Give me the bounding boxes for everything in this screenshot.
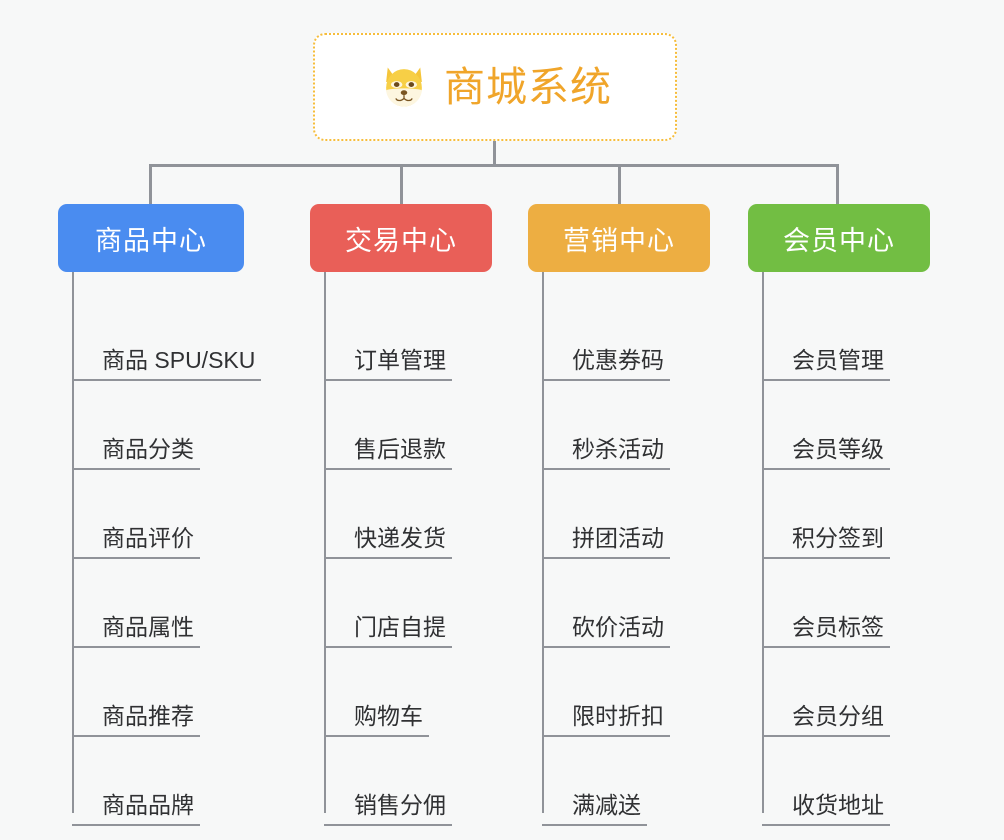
connector-drop-3	[618, 164, 621, 204]
connector-drop-2	[400, 164, 403, 204]
list-item[interactable]: 商品属性	[58, 559, 244, 648]
leaf-label: 会员等级	[762, 436, 890, 470]
leaf-label: 购物车	[324, 703, 429, 737]
leaf-label: 商品分类	[72, 436, 200, 470]
category-label: 商品中心	[95, 225, 207, 256]
leaf-label: 优惠券码	[542, 347, 670, 381]
leaf-list-trade: 订单管理 售后退款 快递发货 门店自提 购物车 销售分佣	[310, 272, 492, 826]
branch-column-product: 商品中心 商品 SPU/SKU 商品分类 商品评价 商品属性 商品推荐 商品品牌	[58, 204, 262, 826]
leaf-list-member: 会员管理 会员等级 积分签到 会员标签 会员分组 收货地址	[748, 272, 930, 826]
root-title: 商城系统	[444, 63, 612, 110]
list-item[interactable]: 商品推荐	[58, 648, 244, 737]
leaf-label: 商品属性	[72, 614, 200, 648]
leaf-label: 销售分佣	[324, 792, 452, 826]
list-item[interactable]: 商品评价	[58, 470, 244, 559]
branch-column-trade: 交易中心 订单管理 售后退款 快递发货 门店自提 购物车 销售分佣	[310, 204, 492, 826]
connector-root-stem	[493, 141, 496, 166]
leaf-label: 砍价活动	[542, 614, 670, 648]
connector-drop-1	[149, 164, 152, 204]
leaf-label: 积分签到	[762, 525, 890, 559]
branch-column-marketing: 营销中心 优惠券码 秒杀活动 拼团活动 砍价活动 限时折扣 满减送	[528, 204, 710, 826]
list-item[interactable]: 会员分组	[748, 648, 930, 737]
list-item[interactable]: 满减送	[528, 737, 710, 826]
list-item[interactable]: 会员标签	[748, 559, 930, 648]
list-item[interactable]: 商品品牌	[58, 737, 244, 826]
leaf-list-marketing: 优惠券码 秒杀活动 拼团活动 砍价活动 限时折扣 满减送	[528, 272, 710, 826]
branch-column-member: 会员中心 会员管理 会员等级 积分签到 会员标签 会员分组 收货地址	[748, 204, 930, 826]
list-item[interactable]: 售后退款	[310, 381, 492, 470]
leaf-label: 会员管理	[762, 347, 890, 381]
list-item[interactable]: 商品分类	[58, 381, 244, 470]
leaf-label: 拼团活动	[542, 525, 670, 559]
category-header-member[interactable]: 会员中心	[748, 204, 930, 272]
list-item[interactable]: 会员管理	[748, 292, 930, 381]
leaf-label: 商品推荐	[72, 703, 200, 737]
leaf-label: 订单管理	[324, 347, 452, 381]
leaf-list-product: 商品 SPU/SKU 商品分类 商品评价 商品属性 商品推荐 商品品牌	[58, 272, 262, 826]
leaf-label: 会员标签	[762, 614, 890, 648]
dog-face-icon	[386, 67, 422, 107]
list-item[interactable]: 订单管理	[310, 292, 492, 381]
leaf-label: 限时折扣	[542, 703, 670, 737]
list-item[interactable]: 会员等级	[748, 381, 930, 470]
list-item[interactable]: 拼团活动	[528, 470, 710, 559]
category-label: 会员中心	[783, 225, 895, 256]
leaf-label: 收货地址	[762, 792, 890, 826]
leaf-label: 商品 SPU/SKU	[72, 347, 262, 381]
list-item[interactable]: 积分签到	[748, 470, 930, 559]
leaf-label: 秒杀活动	[542, 436, 670, 470]
list-item[interactable]: 限时折扣	[528, 648, 710, 737]
category-header-trade[interactable]: 交易中心	[310, 204, 492, 272]
list-item[interactable]: 门店自提	[310, 559, 492, 648]
category-header-marketing[interactable]: 营销中心	[528, 204, 710, 272]
leaf-label: 会员分组	[762, 703, 890, 737]
leaf-label: 售后退款	[324, 436, 452, 470]
category-header-product[interactable]: 商品中心	[58, 204, 244, 272]
list-item[interactable]: 优惠券码	[528, 292, 710, 381]
list-item[interactable]: 秒杀活动	[528, 381, 710, 470]
leaf-label: 快递发货	[324, 525, 452, 559]
list-item[interactable]: 销售分佣	[310, 737, 492, 826]
list-item[interactable]: 砍价活动	[528, 559, 710, 648]
list-item[interactable]: 商品 SPU/SKU	[58, 292, 262, 381]
category-label: 交易中心	[345, 225, 457, 256]
connector-drop-4	[836, 164, 839, 204]
leaf-label: 商品评价	[72, 525, 200, 559]
list-item[interactable]: 收货地址	[748, 737, 930, 826]
leaf-label: 门店自提	[324, 614, 452, 648]
list-item[interactable]: 快递发货	[310, 470, 492, 559]
root-node[interactable]: 商城系统	[313, 33, 677, 141]
leaf-label: 商品品牌	[72, 792, 200, 826]
leaf-label: 满减送	[542, 792, 647, 826]
category-label: 营销中心	[563, 225, 675, 256]
connector-horizontal-bar	[149, 164, 839, 167]
list-item[interactable]: 购物车	[310, 648, 492, 737]
